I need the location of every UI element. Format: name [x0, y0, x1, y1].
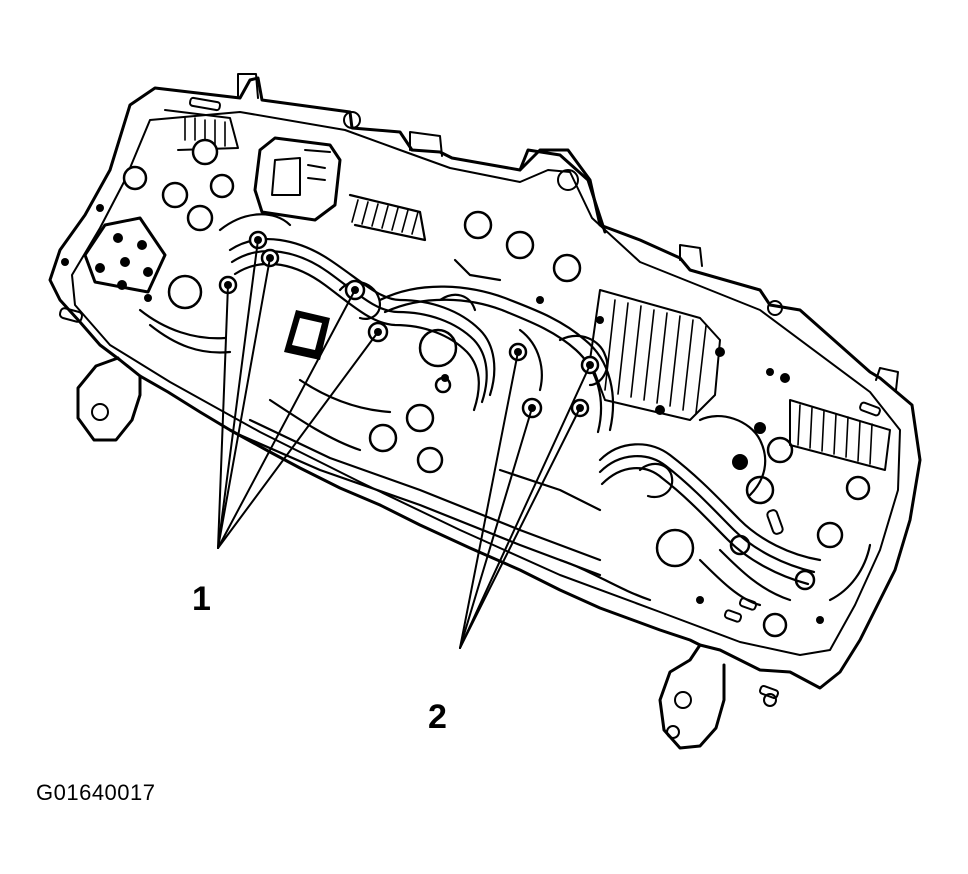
figure-id: G01640017 [36, 780, 156, 805]
circuit-traces [138, 213, 872, 607]
gauge-mounts [122, 138, 871, 638]
leader-lines-2 [459, 351, 591, 649]
trace-grille-right [589, 289, 891, 471]
callout-label-2: 2 [428, 698, 447, 736]
test-points-group-2 [508, 342, 600, 419]
leader-lines-1 [217, 239, 379, 549]
connector-block [164, 109, 342, 222]
chip [284, 310, 330, 360]
small-components [58, 96, 881, 699]
board-outline [48, 73, 922, 750]
trace-grille-left [348, 193, 427, 242]
callout-label-1: 1 [192, 580, 211, 618]
square-module [61, 204, 167, 302]
